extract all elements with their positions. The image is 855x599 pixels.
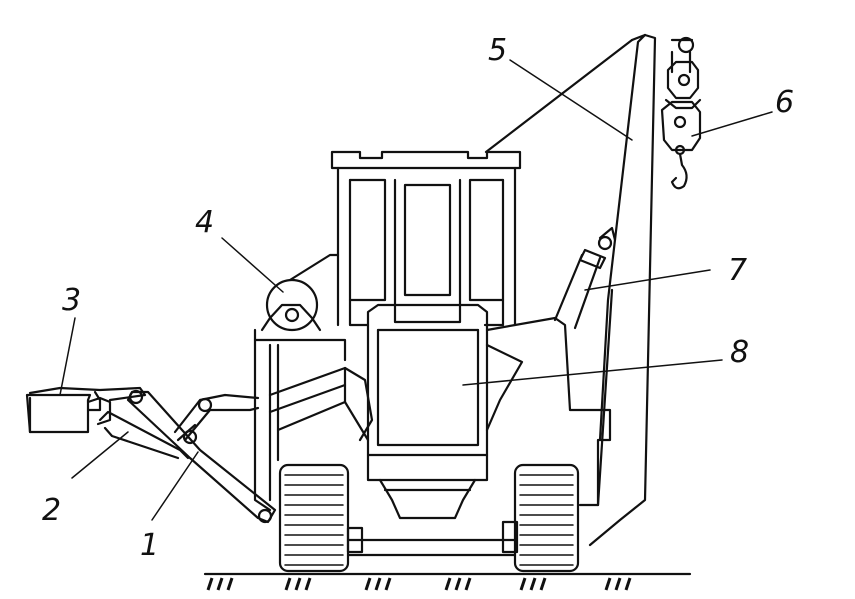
callout-4: 4 <box>195 205 214 240</box>
tool-bucket <box>25 386 147 434</box>
winch-drum <box>260 278 322 332</box>
callout-7: 7 <box>728 253 747 288</box>
callouts: 1 2 3 4 5 6 7 8 <box>42 33 794 563</box>
axle <box>346 520 519 557</box>
cab-frame <box>330 150 522 327</box>
track-rear <box>513 463 580 573</box>
left-frame <box>253 328 374 512</box>
track-front <box>278 463 350 573</box>
callout-3: 3 <box>62 283 81 318</box>
leader-lines <box>59 59 773 521</box>
callout-8: 8 <box>730 335 749 370</box>
hook-block <box>660 36 702 190</box>
callout-1: 1 <box>140 528 159 563</box>
front-attachment <box>98 389 277 524</box>
callout-5: 5 <box>488 33 507 68</box>
central-unit <box>366 303 489 520</box>
hoist-cylinder <box>553 226 617 330</box>
callout-2: 2 <box>42 493 61 528</box>
ground <box>203 572 692 591</box>
crane-boom <box>484 33 657 547</box>
callout-6: 6 <box>775 85 794 120</box>
